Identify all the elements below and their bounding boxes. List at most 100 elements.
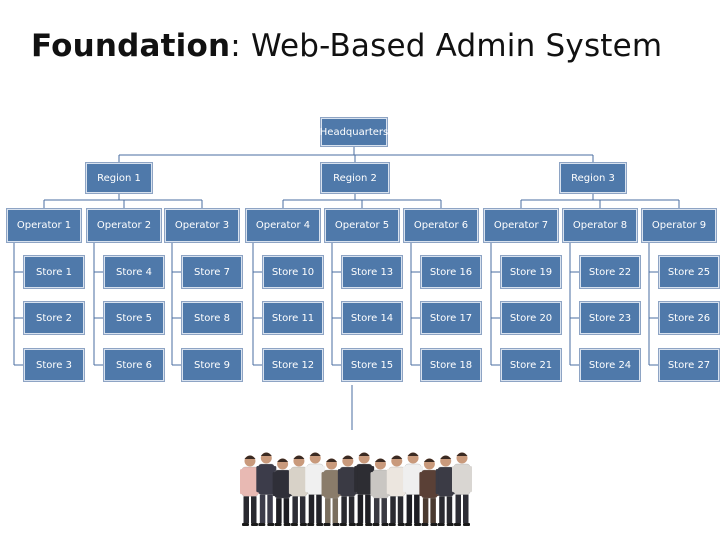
person-shoe-icon [437,523,445,526]
person-leg-icon [373,498,380,523]
person-torso-icon [404,463,422,495]
person-shoe-icon [290,523,298,526]
person-torso-icon [290,466,308,497]
page-title: Foundation: Web-Based Admin System [31,28,662,64]
person-shoe-icon [283,523,291,526]
person-shoe-icon [307,523,315,526]
person-hair-icon [326,458,338,462]
person-shoe-icon [454,523,461,526]
person-shoe-icon [267,523,275,526]
store-box: Store 5 [104,302,164,334]
person-torso-icon [274,469,291,499]
person-shoe-icon [463,523,470,526]
person-arm-icon [469,466,472,493]
person-shoe-icon [323,523,331,526]
person-arm-icon [419,472,423,497]
store-box: Store 2 [24,302,84,334]
person-leg-icon [463,494,469,523]
person-shoe-icon [348,523,356,526]
person-leg-icon [446,496,453,523]
person-arm-icon [452,466,455,493]
person-hair-icon [407,452,419,456]
person-arm-icon [272,472,276,497]
store-box: Store 13 [342,256,402,288]
person-torso-icon [258,463,275,495]
person-leg-icon [397,496,404,523]
operator-box: Operator 8 [563,209,637,242]
person-leg-icon [381,498,387,523]
person-hair-icon [374,458,386,462]
person-hair-icon [456,452,468,456]
operator-box: Operator 7 [484,209,558,242]
person-hair-icon [440,455,452,459]
store-box: Store 16 [421,256,481,288]
operator-box: Operator 2 [87,209,161,242]
person-leg-icon [439,496,445,523]
person-arm-icon [240,469,243,495]
person-arm-icon [256,466,260,493]
person-shoe-icon [446,523,454,526]
person-leg-icon [299,496,306,523]
person-shoe-icon [316,523,324,526]
person-torso-icon [437,466,454,497]
person-leg-icon [243,496,249,523]
person-leg-icon [341,496,347,523]
region-box: Region 1 [86,163,152,193]
person-arm-icon [337,469,341,495]
person-hair-icon [260,452,272,456]
person-hair-icon [358,452,370,456]
person-leg-icon [390,496,396,523]
person-arm-icon [354,466,358,493]
person-shoe-icon [365,523,373,526]
person-leg-icon [332,498,339,523]
store-box: Store 23 [580,302,640,334]
person-shoe-icon [421,523,429,526]
person-hair-icon [244,455,256,459]
person-shoe-icon [299,523,307,526]
region-box: Region 3 [560,163,626,193]
store-box: Store 3 [24,349,84,381]
store-box: Store 22 [580,256,640,288]
person-leg-icon [325,498,331,523]
person-hair-icon [391,455,403,459]
person-leg-icon [259,494,266,523]
person-torso-icon [241,466,259,497]
headquarters-box: Headquarters [320,118,388,146]
person-shoe-icon [356,523,364,526]
person-arm-icon [321,472,325,497]
person-arm-icon [288,469,292,495]
person-shoe-icon [388,523,396,526]
store-box: Store 12 [263,349,323,381]
operator-box: Operator 1 [7,209,81,242]
person-shoe-icon [274,523,282,526]
person-shoe-icon [397,523,405,526]
person-arm-icon [305,466,309,493]
person-torso-icon [307,463,324,495]
store-box: Store 11 [263,302,323,334]
person-leg-icon [422,498,429,523]
person-leg-icon [430,498,436,523]
person-torso-icon [372,469,389,499]
operator-box: Operator 6 [404,209,478,242]
person-leg-icon [308,494,315,523]
person-shoe-icon [242,523,249,526]
store-box: Store 18 [421,349,481,381]
person-leg-icon [276,498,282,523]
store-box: Store 26 [659,302,719,334]
person-arm-icon [386,469,390,495]
store-box: Store 4 [104,256,164,288]
operator-box: Operator 9 [642,209,716,242]
person-leg-icon [267,494,273,523]
store-box: Store 19 [501,256,561,288]
person-hair-icon [277,458,289,462]
store-box: Store 15 [342,349,402,381]
person-hair-icon [309,452,321,456]
person-leg-icon [406,494,413,523]
store-box: Store 25 [659,256,719,288]
person-arm-icon [435,469,439,495]
person-leg-icon [348,496,355,523]
store-box: Store 20 [501,302,561,334]
person-leg-icon [316,494,322,523]
